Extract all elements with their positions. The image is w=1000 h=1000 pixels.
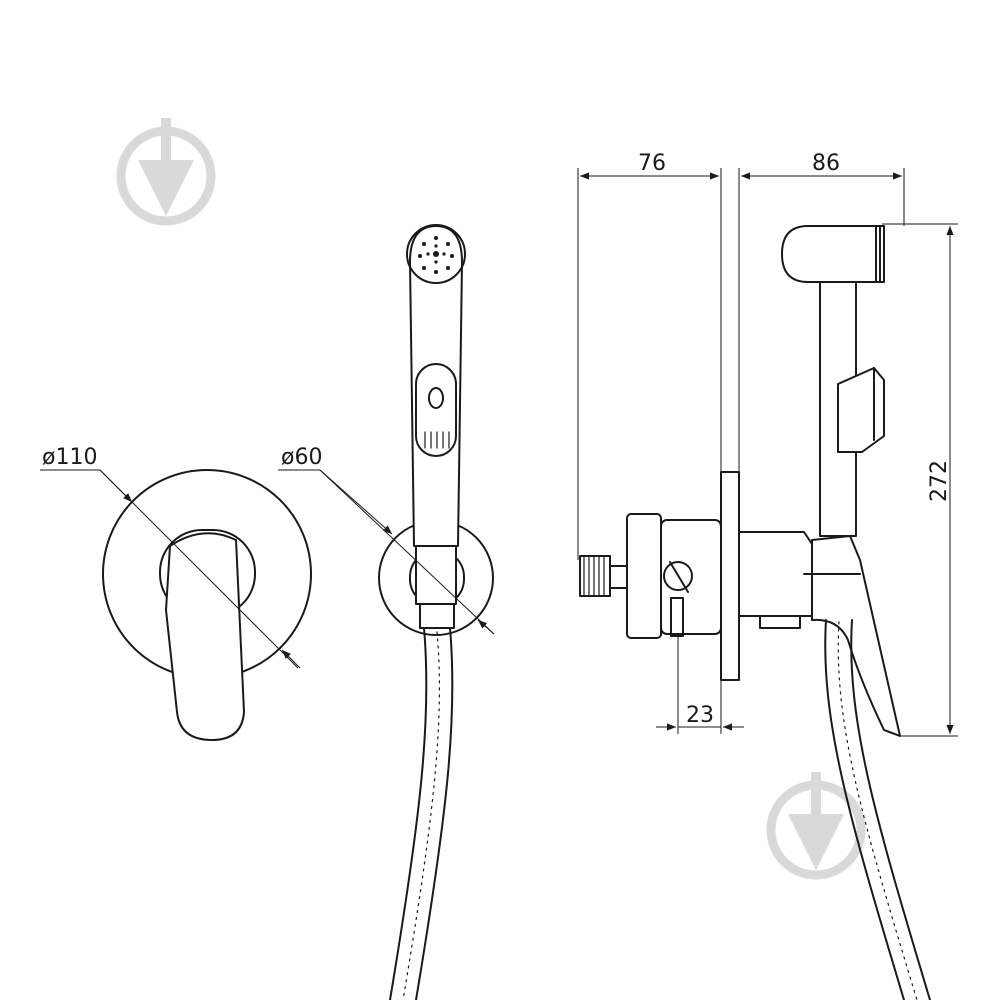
valve-stem — [670, 597, 684, 637]
dimension-depth: 76 — [577, 151, 722, 560]
front-hose — [389, 627, 454, 1000]
body-base — [759, 615, 801, 629]
dimension-holder-diameter: ø60 — [278, 445, 495, 635]
spray-nozzles — [418, 236, 454, 274]
shower-handle — [409, 225, 463, 547]
inlet-pipe — [609, 565, 629, 589]
watermark-logo-bottom — [766, 772, 866, 880]
side-hose — [824, 619, 931, 1000]
side-view-assembly — [579, 225, 901, 737]
label-height: 272 — [927, 460, 952, 502]
watermark-logo-top — [116, 118, 216, 226]
shower-head — [406, 224, 466, 284]
trigger-hole — [428, 387, 444, 409]
dimension-offset: 23 — [656, 636, 744, 734]
label-plate-diameter: ø110 — [42, 445, 97, 470]
mixer-body-side — [738, 531, 813, 617]
wall-plate — [720, 471, 740, 681]
trigger-button — [415, 363, 457, 457]
label-holder-diameter: ø60 — [281, 445, 322, 470]
trigger-ribs — [424, 431, 450, 449]
head-face — [875, 225, 885, 283]
dimension-height: 272 — [882, 223, 958, 737]
mixer-lever — [165, 532, 245, 741]
label-offset: 23 — [686, 703, 714, 728]
mixer-front-view — [102, 469, 312, 741]
dimension-plate-diameter: ø110 — [40, 445, 301, 669]
hand-shower-front-view — [378, 224, 494, 636]
dimension-projection: 86 — [738, 151, 905, 472]
thread-ridges — [583, 555, 605, 597]
label-depth: 76 — [638, 151, 666, 176]
valve-port — [663, 561, 693, 591]
head-side — [781, 225, 881, 283]
valve-flange — [626, 513, 662, 639]
trigger-side — [837, 367, 885, 453]
hose-connector — [415, 545, 457, 605]
label-projection: 86 — [812, 151, 840, 176]
hose-nut — [419, 603, 455, 629]
